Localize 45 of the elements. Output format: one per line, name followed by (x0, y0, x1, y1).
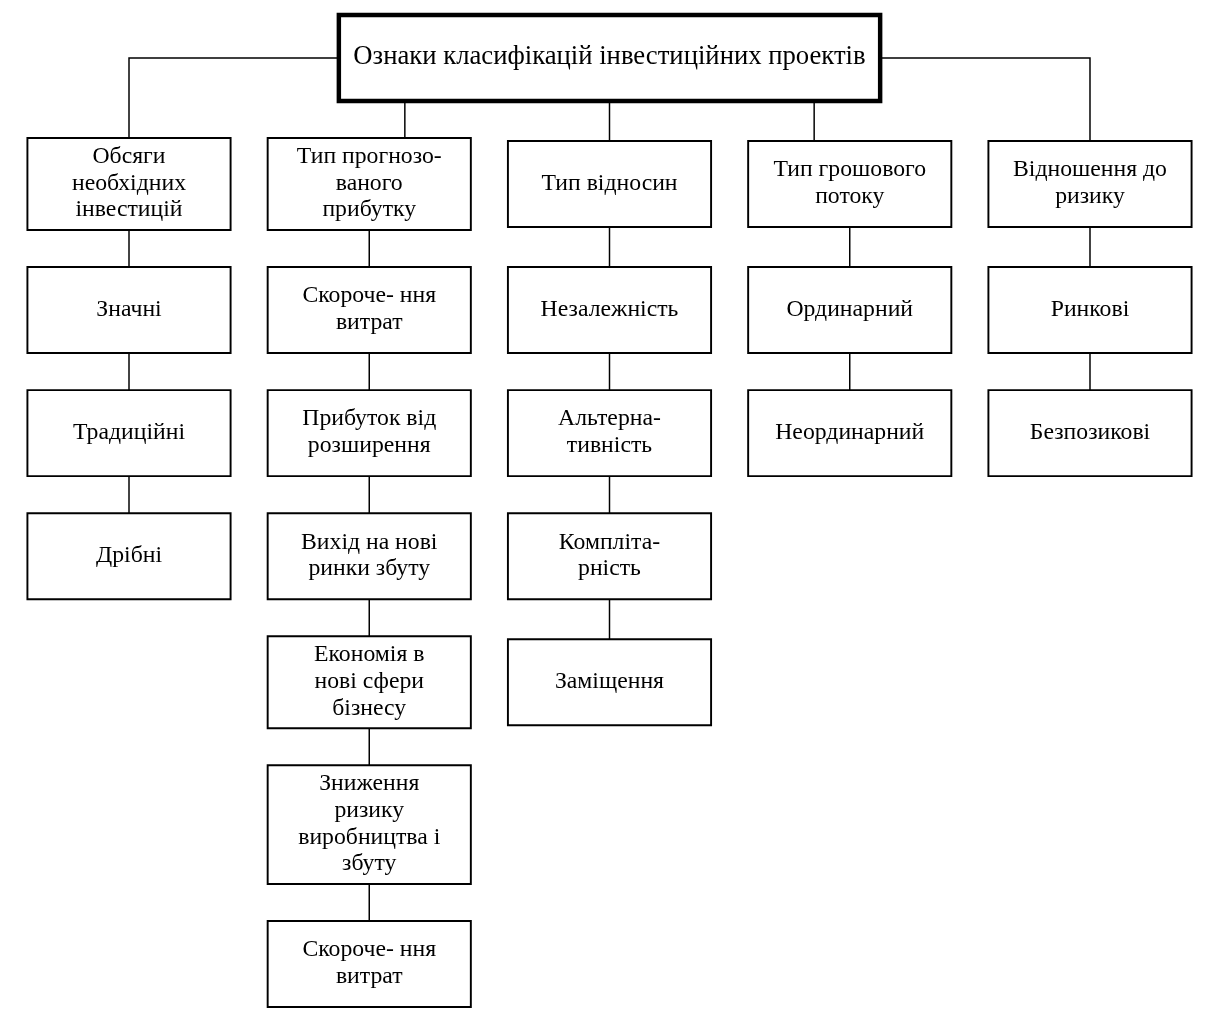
connector (128, 351, 130, 391)
connector (128, 474, 130, 514)
connector (404, 100, 406, 139)
connector (128, 229, 130, 267)
node-box: Скороче- ння витрат (266, 919, 472, 1008)
node-box: Безпозикові (987, 388, 1193, 477)
connector (608, 474, 611, 514)
connector (368, 598, 370, 637)
node-box: Економія в нові сфери бізнесу (266, 634, 472, 729)
connector (368, 351, 370, 391)
node-box: Традиційні (26, 388, 232, 477)
node-box: Ординарний (747, 265, 953, 354)
connector (813, 100, 815, 142)
connector (608, 100, 611, 142)
node-box: Заміщення (506, 637, 713, 726)
node-box: Скороче- ння витрат (266, 265, 472, 354)
node-box: Незалежність (506, 265, 713, 354)
connector (608, 351, 611, 391)
connector (1089, 351, 1091, 391)
node-box: Прибуток від розширення (266, 388, 472, 477)
connector (849, 226, 851, 268)
node-box: Зниження ризику виробництва і збуту (266, 763, 472, 885)
node-box: Компліта- рність (506, 511, 713, 600)
node-box: Ринкові (987, 265, 1193, 354)
node-box: Тип грошового потоку (747, 139, 953, 228)
connector (368, 474, 370, 514)
node-box: Ознаки класифікацій інвестиційних проектів (336, 12, 883, 103)
node-box: Тип відносин (506, 139, 713, 228)
connector (128, 56, 340, 138)
connector (879, 56, 1091, 141)
connector (849, 351, 851, 391)
node-box: Тип прогнозо- ваного прибутку (266, 136, 472, 231)
node-box: Значні (26, 265, 232, 354)
connector (608, 598, 611, 640)
node-box: Вихід на нові ринки збуту (266, 511, 472, 600)
node-box: Дрібні (26, 511, 232, 600)
node-box: Відношення до ризику (987, 139, 1193, 228)
node-box: Альтерна- тивність (506, 388, 713, 477)
node-box: Обсяги необхідних інвестицій (26, 136, 232, 231)
connector (368, 727, 370, 766)
connector (368, 882, 370, 921)
node-box: Неординарний (747, 388, 953, 477)
connector (1089, 226, 1091, 268)
connector (608, 226, 611, 268)
connector (368, 229, 370, 267)
